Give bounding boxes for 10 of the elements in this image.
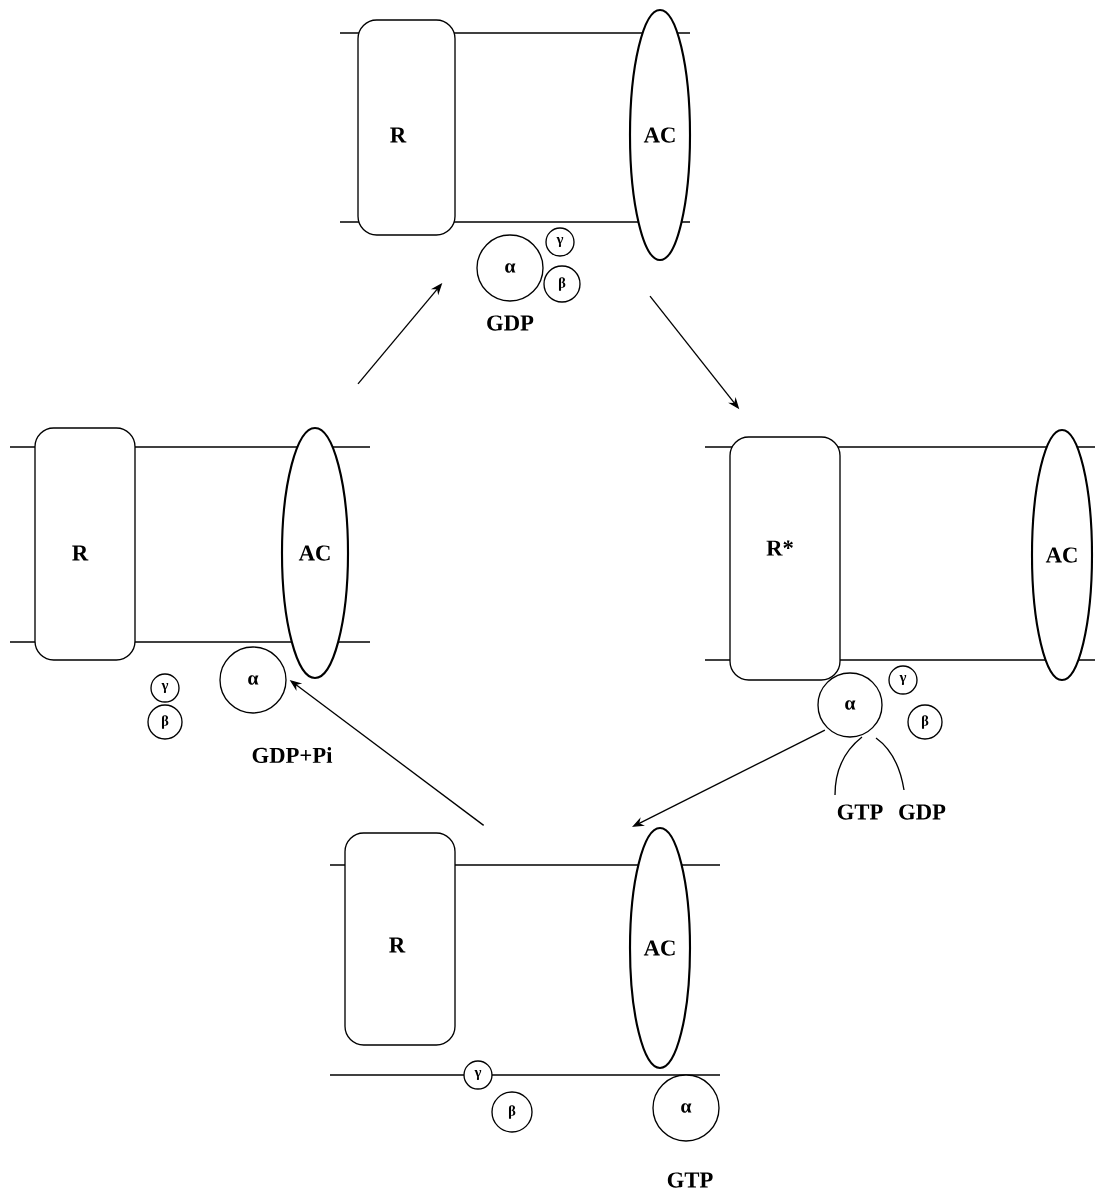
receptor-box: R (344, 832, 456, 1046)
nucleotide-label: GDP (487, 315, 534, 331)
nucleotide-label: GDP+Pi (252, 747, 333, 763)
receptor-box: R* (729, 436, 841, 681)
nucleotide-label: GDP (899, 804, 946, 820)
node-label: AC (1045, 547, 1077, 563)
nucleotide-label: GTP (667, 1172, 713, 1188)
receptor-box: R (357, 19, 456, 236)
nucleotide-label: GTP (837, 804, 883, 820)
receptor-box: R (34, 427, 136, 661)
